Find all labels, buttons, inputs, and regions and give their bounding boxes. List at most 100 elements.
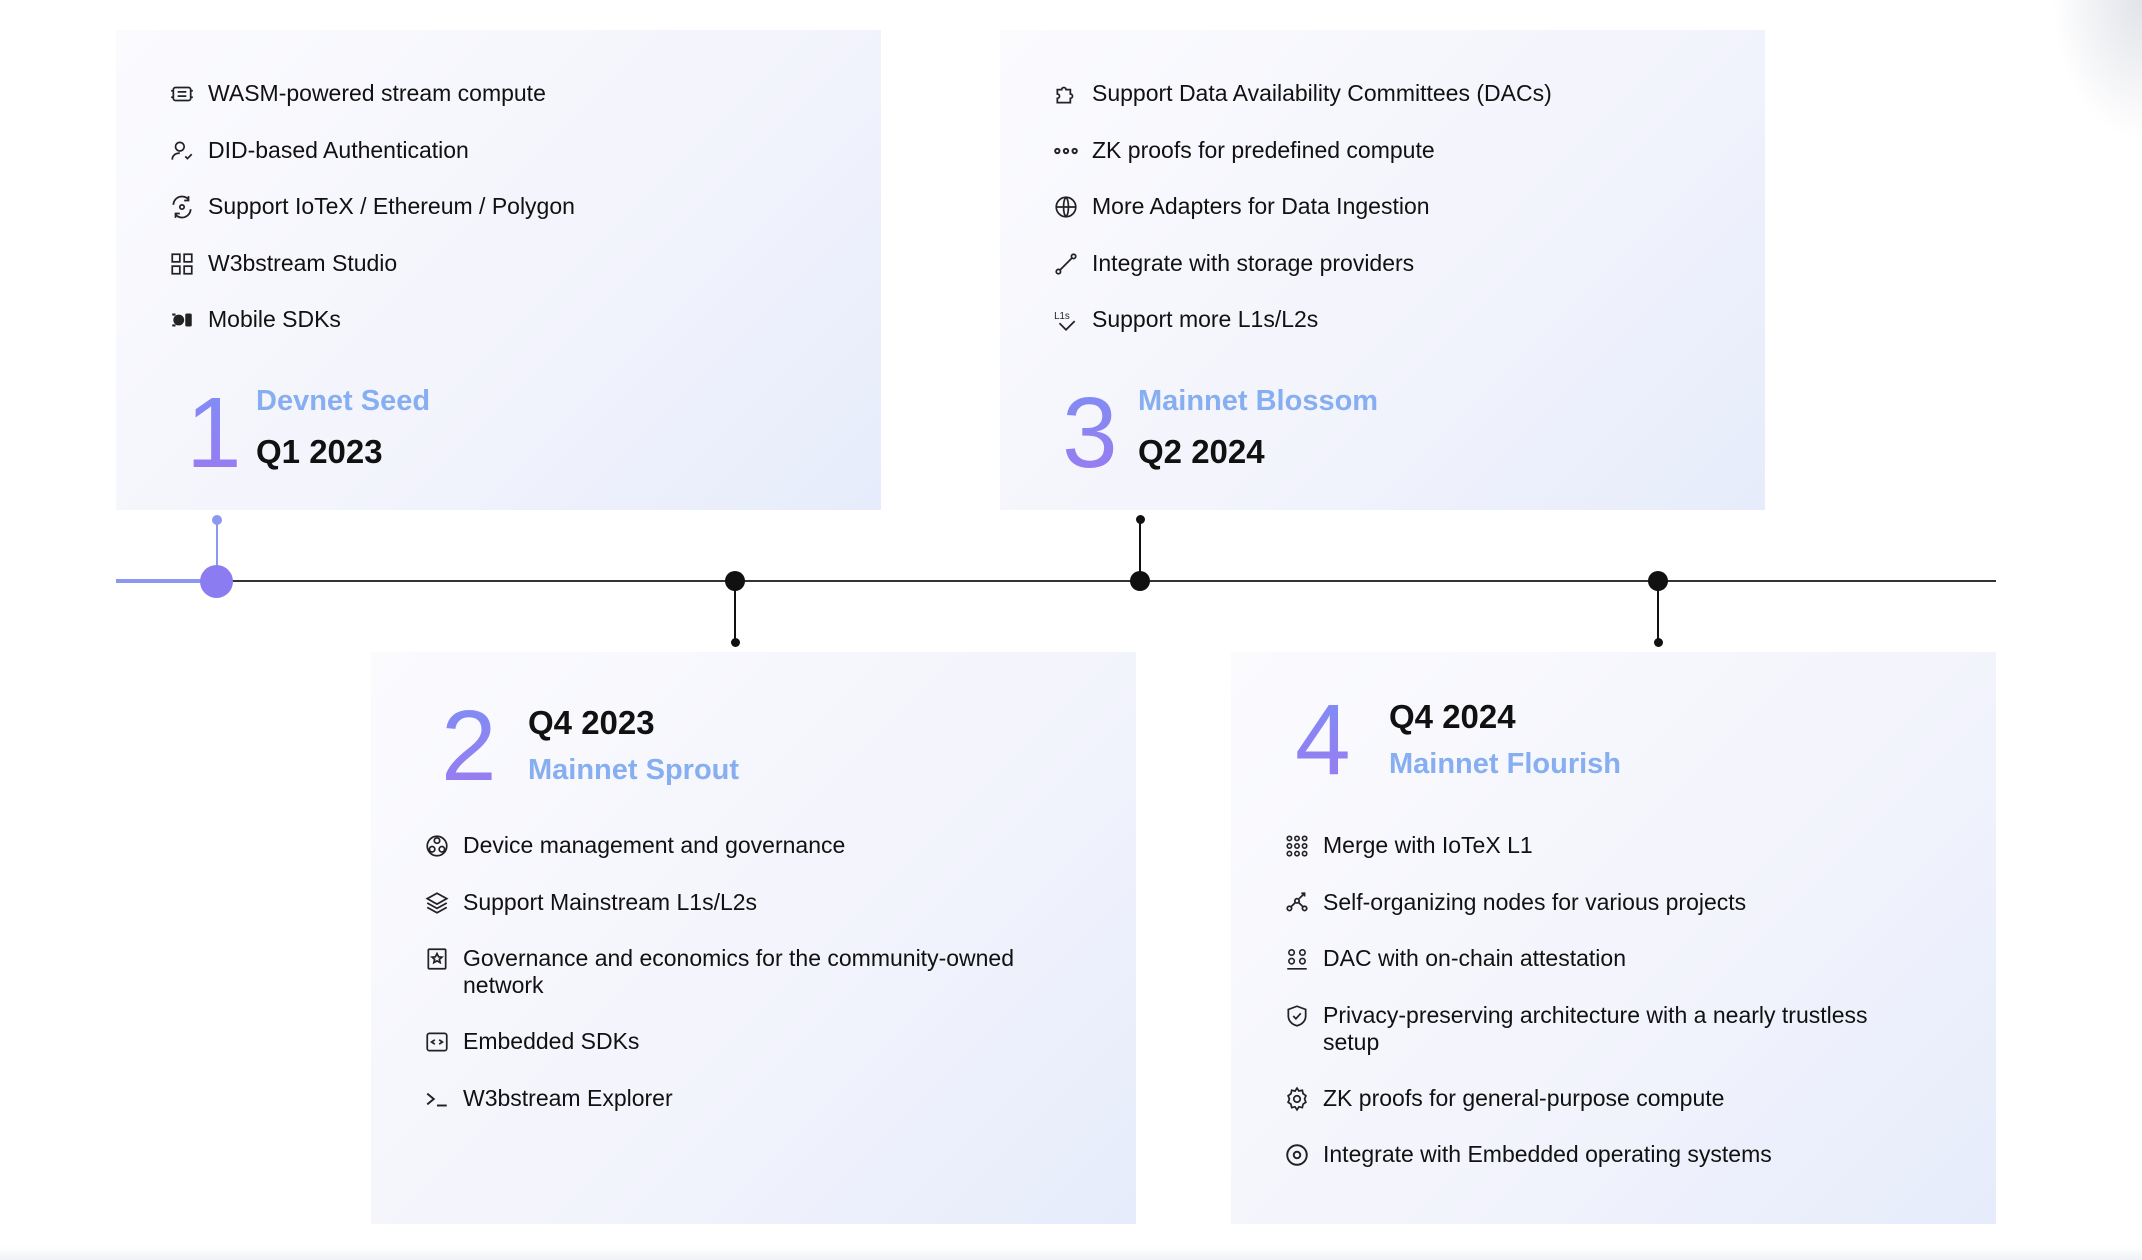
timeline-connector-dot-4 <box>1654 638 1663 647</box>
svg-text:L1s: L1s <box>1054 311 1070 322</box>
feature-label: Self-organizing nodes for various projec… <box>1323 888 1747 915</box>
timeline-connector-dot-3 <box>1136 515 1145 524</box>
feature-label: Merge with IoTeX L1 <box>1323 832 1533 858</box>
feature-label: Embedded SDKs <box>463 1028 640 1054</box>
feature-label: More Adapters for Data Ingestion <box>1092 193 1430 219</box>
feature-item: DID-based Authentication <box>168 137 841 194</box>
feature-item: Embedded SDKs <box>423 1028 1056 1085</box>
feature-item: W3bstream Studio <box>168 250 841 307</box>
star-badge-icon <box>423 945 451 973</box>
feature-item: Self-organizing nodes for various projec… <box>1283 889 1916 946</box>
timeline-connector-2 <box>734 582 736 642</box>
layers-icon <box>423 889 451 917</box>
timeline-axis <box>116 580 1996 582</box>
timeline-connector-3 <box>1139 521 1141 581</box>
feature-label: Support Data Availability Committees (DA… <box>1092 80 1552 106</box>
feature-label: Integrate with storage providers <box>1092 249 1415 276</box>
feature-label: DID-based Authentication <box>208 136 469 163</box>
feature-list: WASM-powered stream compute DID-based Au… <box>168 80 841 363</box>
milestone-name: Mainnet Flourish <box>1389 748 1621 780</box>
feature-label: Support IoTeX / Ethereum / Polygon <box>208 193 575 219</box>
timeline-marker-1-active[interactable] <box>200 565 233 598</box>
feature-item: WASM-powered stream compute <box>168 80 841 137</box>
feature-item: Governance and economics for the communi… <box>423 945 1056 1028</box>
feature-item: W3bstream Explorer <box>423 1085 1056 1142</box>
puzzle-icon <box>1052 80 1080 108</box>
globe-icon <box>1052 193 1080 221</box>
dot-grid-icon <box>1283 832 1311 860</box>
milestone-card-1: WASM-powered stream compute DID-based Au… <box>116 30 881 510</box>
timeline-marker-3[interactable] <box>1130 571 1150 591</box>
chain-sync-icon <box>168 193 196 221</box>
timeline-marker-2[interactable] <box>725 571 745 591</box>
code-box-icon <box>423 1028 451 1056</box>
timeline-marker-4[interactable] <box>1648 571 1668 591</box>
feature-item: Support Data Availability Committees (DA… <box>1052 80 1725 137</box>
feature-label: Device management and governance <box>463 832 846 858</box>
feature-item: Mobile SDKs <box>168 306 841 363</box>
mobile-os-icon <box>168 306 196 334</box>
feature-item: L1s Support more L1s/L2s <box>1052 306 1725 363</box>
milestone-name: Devnet Seed <box>256 385 431 417</box>
milestone-card-3: Support Data Availability Committees (DA… <box>1000 30 1765 510</box>
milestone-date: Q4 2024 <box>1389 698 1516 735</box>
timeline-progress <box>116 579 216 583</box>
milestone-date: Q1 2023 <box>256 433 383 470</box>
feature-item: Support IoTeX / Ethereum / Polygon <box>168 193 841 250</box>
feature-label: DAC with on-chain attestation <box>1323 945 1626 971</box>
feature-label: Mobile SDKs <box>208 306 341 332</box>
milestone-card-4: 4 Q4 2024 Mainnet Flourish Merge with Io… <box>1231 652 1996 1224</box>
feature-item: Device management and governance <box>423 832 1056 889</box>
user-check-icon <box>168 137 196 165</box>
feature-label: W3bstream Studio <box>208 249 398 276</box>
terminal-icon <box>423 1085 451 1113</box>
feature-label: WASM-powered stream compute <box>208 80 546 106</box>
feature-label: Integrate with Embedded operating system… <box>1323 1141 1772 1167</box>
gear-icon <box>1283 1085 1311 1113</box>
milestone-date: Q2 2024 <box>1138 433 1265 470</box>
milestone-number: 3 <box>1062 377 1118 489</box>
milestone-card-2: 2 Q4 2023 Mainnet Sprout Device manageme… <box>371 652 1136 1224</box>
feature-item: Integrate with Embedded operating system… <box>1283 1141 1916 1198</box>
milestone-number: 4 <box>1295 684 1351 796</box>
feature-item: Support Mainstream L1s/L2s <box>423 889 1056 946</box>
milestone-date: Q4 2023 <box>528 704 655 741</box>
feature-label: ZK proofs for general-purpose compute <box>1323 1084 1725 1111</box>
feature-label: Support more L1s/L2s <box>1092 306 1319 332</box>
milestone-name: Mainnet Sprout <box>528 754 740 786</box>
feature-item: Integrate with storage providers <box>1052 250 1725 307</box>
feature-label: Privacy-preserving architecture with a n… <box>1323 1001 1868 1055</box>
feature-label: ZK proofs for predefined compute <box>1092 136 1435 163</box>
nodes-icon <box>1283 889 1311 917</box>
grid-icon <box>168 250 196 278</box>
window-edge-shadow <box>2052 0 2142 140</box>
link-line-icon <box>1052 250 1080 278</box>
feature-label: Governance and economics for the communi… <box>463 945 1015 998</box>
milestone-name: Mainnet Blossom <box>1138 385 1379 417</box>
feature-item: ZK proofs for predefined compute <box>1052 137 1725 194</box>
page-bottom-edge <box>0 1246 2142 1260</box>
shield-check-icon <box>1283 1002 1311 1030</box>
milestone-number: 1 <box>186 377 242 489</box>
dots-icon <box>1052 137 1080 165</box>
timeline-connector-1 <box>216 521 218 581</box>
milestone-number: 2 <box>441 690 497 802</box>
network-icon <box>423 832 451 860</box>
attestation-icon <box>1283 945 1311 973</box>
feature-item: Merge with IoTeX L1 <box>1283 832 1916 889</box>
feature-item: More Adapters for Data Ingestion <box>1052 193 1725 250</box>
l1s-check-icon: L1s <box>1052 306 1080 334</box>
feature-list: Device management and governance Support… <box>423 832 1056 1141</box>
feature-label: Support Mainstream L1s/L2s <box>463 888 758 915</box>
timeline-connector-dot-2 <box>731 638 740 647</box>
feature-label: W3bstream Explorer <box>463 1084 673 1111</box>
feature-item: DAC with on-chain attestation <box>1283 945 1916 1002</box>
chip-icon <box>168 80 196 108</box>
timeline-connector-dot-1 <box>212 515 222 525</box>
target-icon <box>1283 1141 1311 1169</box>
feature-list: Merge with IoTeX L1 Self-organizing node… <box>1283 832 1916 1198</box>
timeline-connector-4 <box>1657 582 1659 642</box>
feature-item: Privacy-preserving architecture with a n… <box>1283 1002 1916 1085</box>
feature-item: ZK proofs for general-purpose compute <box>1283 1085 1916 1142</box>
feature-list: Support Data Availability Committees (DA… <box>1052 80 1725 363</box>
